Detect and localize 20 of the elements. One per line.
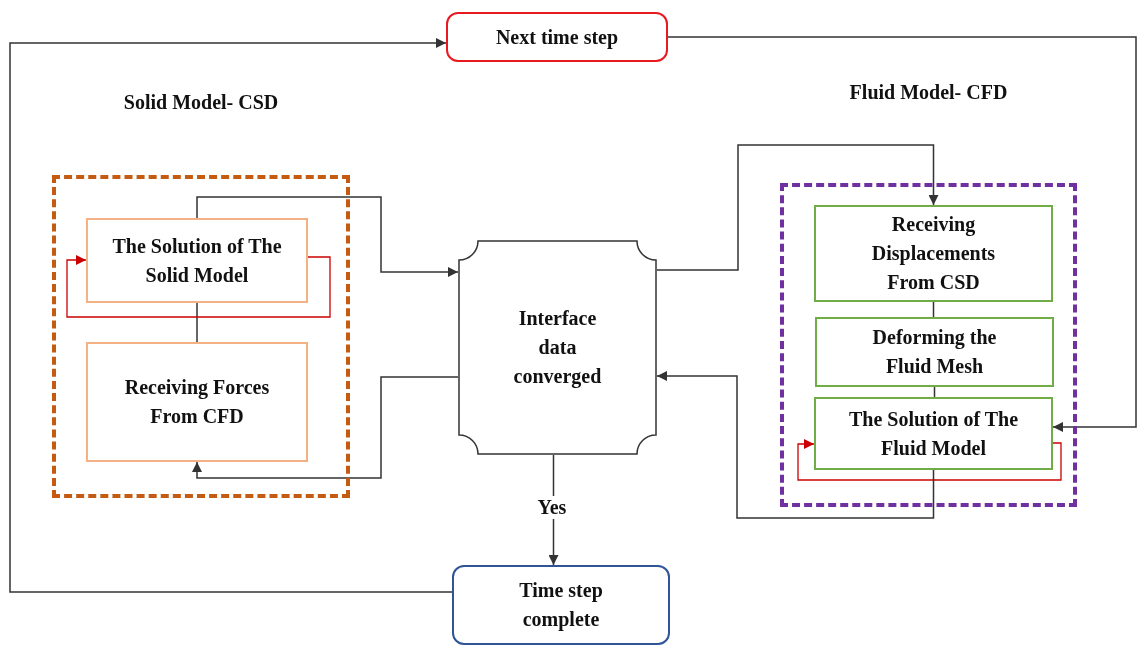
loop-arrow xyxy=(797,439,1062,481)
process-box: Receiving Forces From CFD xyxy=(86,342,308,462)
decision-shape: Interface data converged xyxy=(458,240,657,455)
process-box: The Solution of The Solid Model xyxy=(86,218,308,303)
arrow xyxy=(656,371,935,519)
arrow xyxy=(656,144,939,271)
arrow xyxy=(667,36,1137,432)
arrow xyxy=(9,38,453,593)
process-box: The Solution of The Fluid Model xyxy=(814,397,1053,470)
connector-line xyxy=(196,302,198,343)
arrow xyxy=(196,196,459,277)
terminal-box: Time step complete xyxy=(452,565,670,645)
process-box: Deforming the Fluid Mesh xyxy=(815,317,1054,387)
loop-arrow xyxy=(66,255,331,318)
group-heading: Fluid Model- CFD xyxy=(848,80,1009,105)
edge-label: Yes xyxy=(535,496,569,519)
process-box: Receiving Displacements From CSD xyxy=(814,205,1053,302)
group-heading: Solid Model- CSD xyxy=(122,90,280,115)
terminal-box: Next time step xyxy=(446,12,668,62)
arrow xyxy=(192,376,459,479)
